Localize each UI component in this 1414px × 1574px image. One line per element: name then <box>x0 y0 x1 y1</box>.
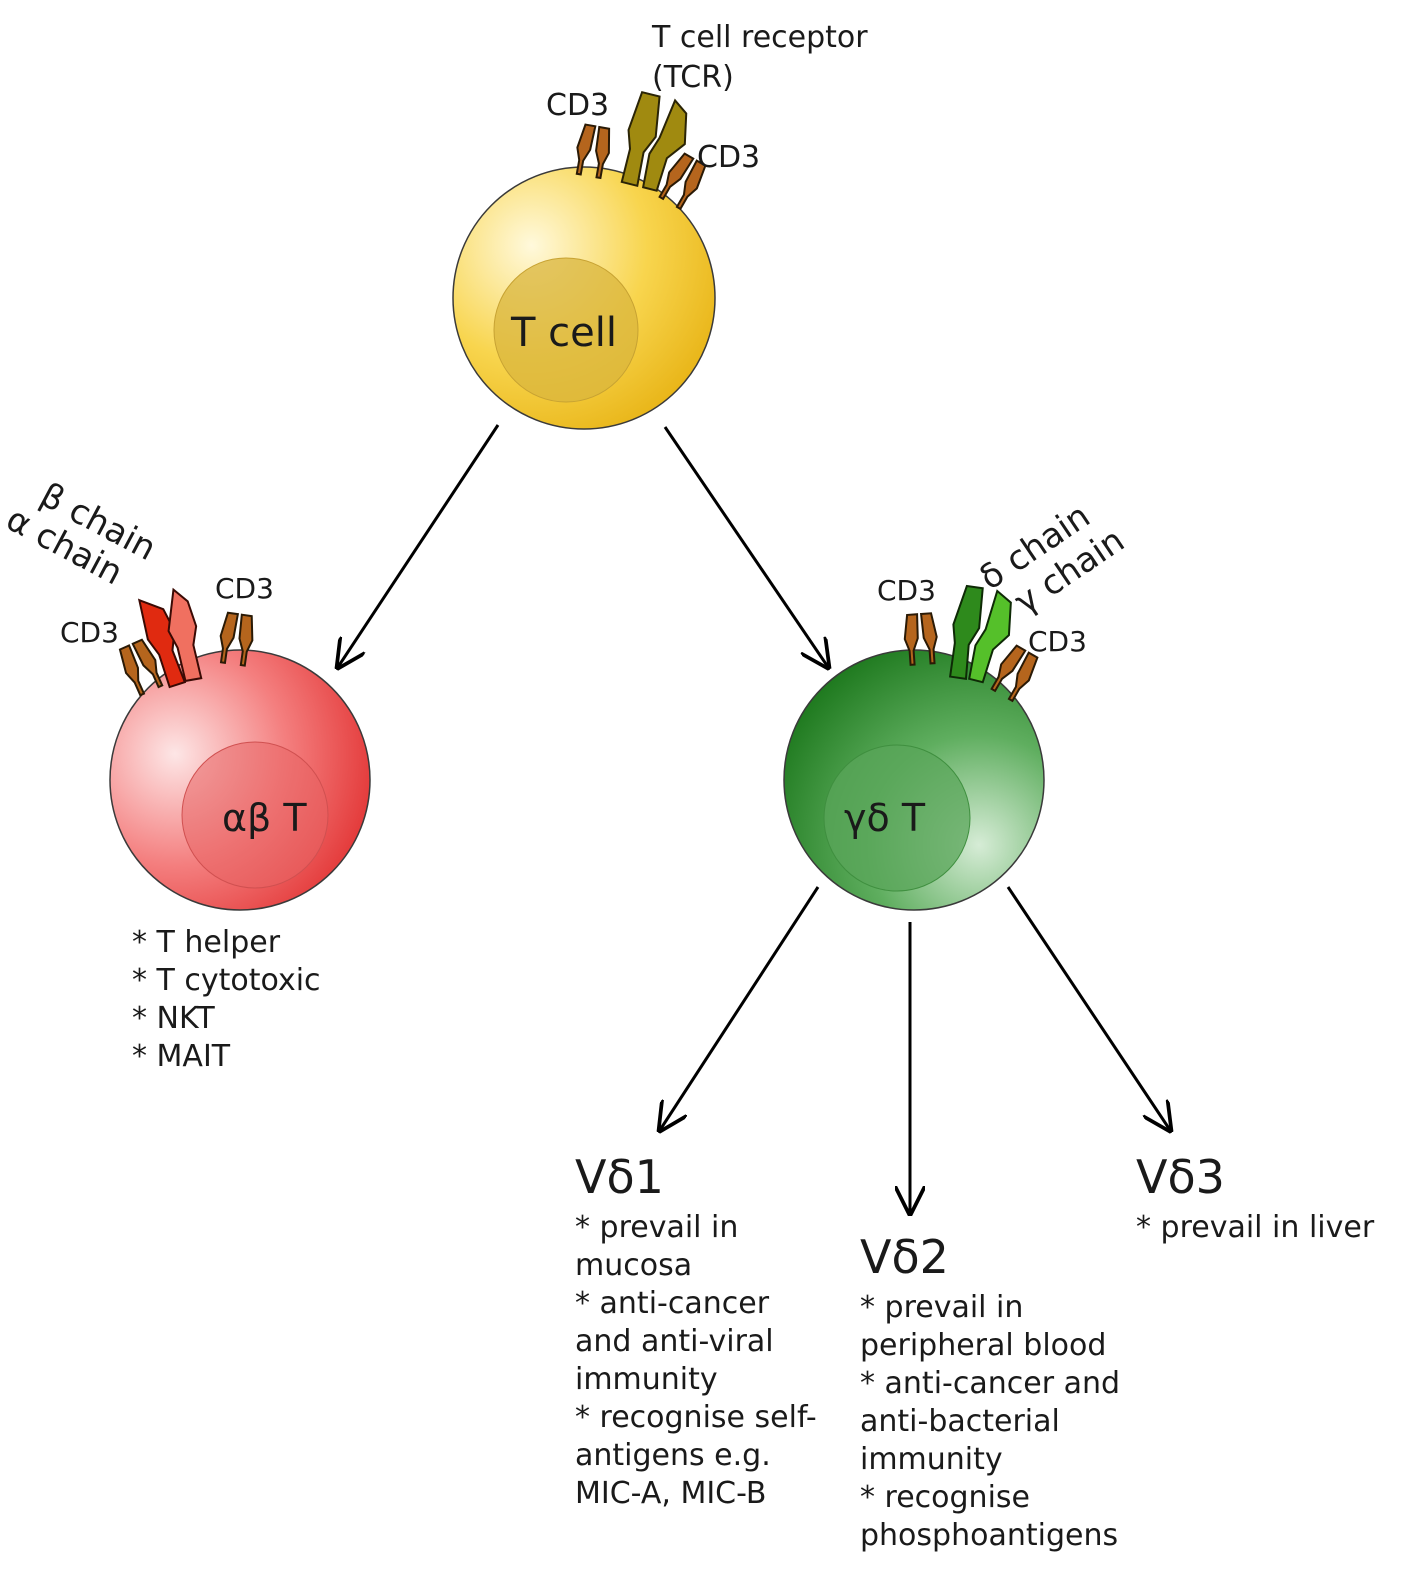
ab-subtype-item: * T cytotoxic <box>132 963 321 998</box>
vd2-description: * prevail in peripheral blood * anti-can… <box>860 1289 1120 1555</box>
vd2-line: * anti-cancer and <box>860 1366 1121 1401</box>
vd2-line: anti-bacterial <box>860 1404 1060 1439</box>
ab-t-cell <box>109 587 371 911</box>
vd1-title: Vδ1 <box>575 1150 664 1204</box>
gd-cell-label: γδ T <box>844 796 926 840</box>
t-cell-nucleus <box>493 257 639 403</box>
alpha-chain-icon <box>137 598 187 689</box>
tcell-cd3-right-label: CD3 <box>697 140 761 175</box>
gd-t-cell-nucleus <box>823 744 971 892</box>
vd1-line: and anti-viral <box>575 1324 774 1359</box>
tcr-label-line2: (TCR) <box>652 60 734 95</box>
ab-t-cell-nucleus <box>181 741 329 889</box>
vd2-line: * prevail in <box>860 1290 1024 1325</box>
ab-subtype-item: * NKT <box>132 1001 215 1036</box>
arrow-gd-to-vd3 <box>1006 886 1170 1130</box>
vd1-line: antigens e.g. <box>575 1438 771 1473</box>
beta-chain-icon <box>167 587 203 683</box>
vd1-line: MIC-A, MIC-B <box>575 1476 767 1511</box>
tcr-label-line1: T cell receptor <box>652 20 868 55</box>
vd3-line: * prevail in liver <box>1136 1210 1375 1245</box>
tcell-label: T cell <box>511 310 617 356</box>
vd1-line: immunity <box>575 1362 718 1397</box>
vd2-line: immunity <box>860 1442 1003 1477</box>
gamma-chain-icon <box>968 589 1012 684</box>
vd1-line: * anti-cancer <box>575 1286 770 1321</box>
arrow-gd-to-vd1 <box>660 886 820 1130</box>
gd-t-cell <box>783 584 1045 911</box>
gd-cd3-right-label: CD3 <box>1028 625 1087 658</box>
delta-chain-icon <box>948 584 984 680</box>
vd2-line: * recognise <box>860 1480 1030 1515</box>
ab-subtype-list: * T helper * T cytotoxic * NKT * MAIT <box>132 924 321 1076</box>
vd2-title: Vδ2 <box>860 1230 949 1284</box>
ab-cell-label: αβ T <box>222 796 307 840</box>
vd1-description: * prevail in mucosa * anti-cancer and an… <box>575 1209 817 1513</box>
gd-cd3-left-label: CD3 <box>877 574 936 607</box>
vd1-line: * prevail in <box>575 1210 739 1245</box>
vd2-line: peripheral blood <box>860 1328 1107 1363</box>
ab-subtype-item: * T helper <box>132 925 281 960</box>
t-cell <box>452 91 716 430</box>
vd1-line: mucosa <box>575 1248 693 1283</box>
tcell-cd3-left-label: CD3 <box>546 88 610 123</box>
arrow-tcell-to-gd <box>663 426 828 667</box>
vd2-line: phosphoantigens <box>860 1518 1119 1553</box>
vd3-title: Vδ3 <box>1136 1150 1225 1204</box>
ab-cd3-left-label: CD3 <box>60 616 119 649</box>
arrow-tcell-to-ab <box>338 424 500 667</box>
ab-cd3-right-label: CD3 <box>215 572 274 605</box>
tcell-tcr-icon <box>620 91 688 192</box>
ab-subtype-item: * MAIT <box>132 1039 231 1074</box>
vd3-description: * prevail in liver <box>1136 1209 1374 1247</box>
vd1-line: * recognise self- <box>575 1400 817 1435</box>
